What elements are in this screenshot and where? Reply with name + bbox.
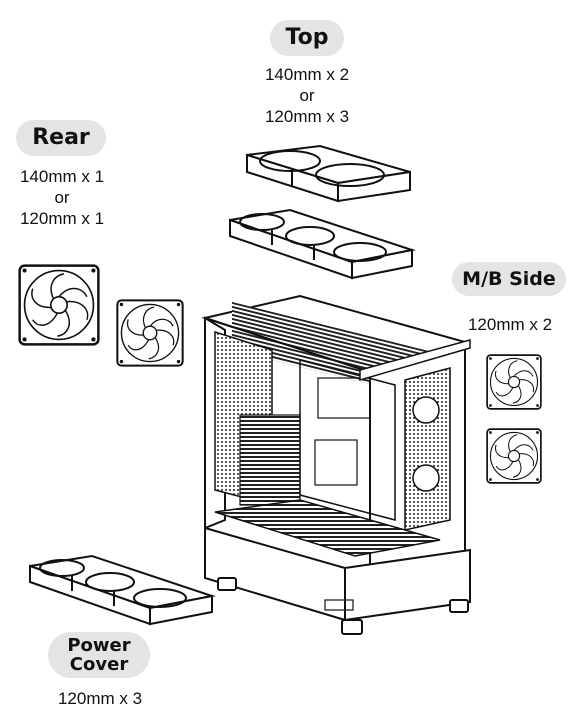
power-cover-title-line-2: Cover (69, 654, 129, 675)
power-cover-title-line-1: Power (67, 635, 131, 656)
rear-spec-line-3: 120mm x 1 (19, 209, 105, 228)
rear-label-pill: Rear (16, 120, 106, 156)
top-spec-line-1: 140mm x 2 (264, 65, 350, 84)
top-label-pill: Top (270, 20, 344, 56)
mb-side-title: M/B Side (462, 268, 556, 290)
rear-spec-line-2: or (54, 188, 70, 207)
rear-title: Rear (32, 125, 90, 150)
mb-side-fans (486, 354, 542, 484)
power-cover-spec-line-1: 120mm x 3 (57, 689, 143, 708)
rear-spec-line-1: 140mm x 1 (19, 167, 105, 186)
power-cover-fan-tray (29, 554, 216, 626)
mb-side-spec-line-1: 120mm x 2 (467, 315, 553, 334)
top-spec-line-2: or (299, 86, 315, 105)
pc-case (201, 294, 471, 635)
top-spec-line-3: 120mm x 3 (264, 107, 350, 126)
power-cover-spec: 120mm x 3 (40, 688, 160, 709)
rear-fan-140 (18, 264, 100, 346)
power-cover-label-pill: Power Cover (48, 632, 150, 678)
rear-fan-120 (116, 299, 184, 367)
top-title: Top (285, 25, 329, 50)
top-fan-tray-upper (246, 144, 411, 203)
rear-spec: 140mm x 1 or 120mm x 1 (0, 166, 124, 229)
mb-side-label-pill: M/B Side (452, 262, 566, 296)
mb-side-spec: 120mm x 2 (450, 314, 570, 335)
top-spec: 140mm x 2 or 120mm x 3 (240, 64, 374, 127)
top-fan-tray-lower (229, 208, 416, 280)
